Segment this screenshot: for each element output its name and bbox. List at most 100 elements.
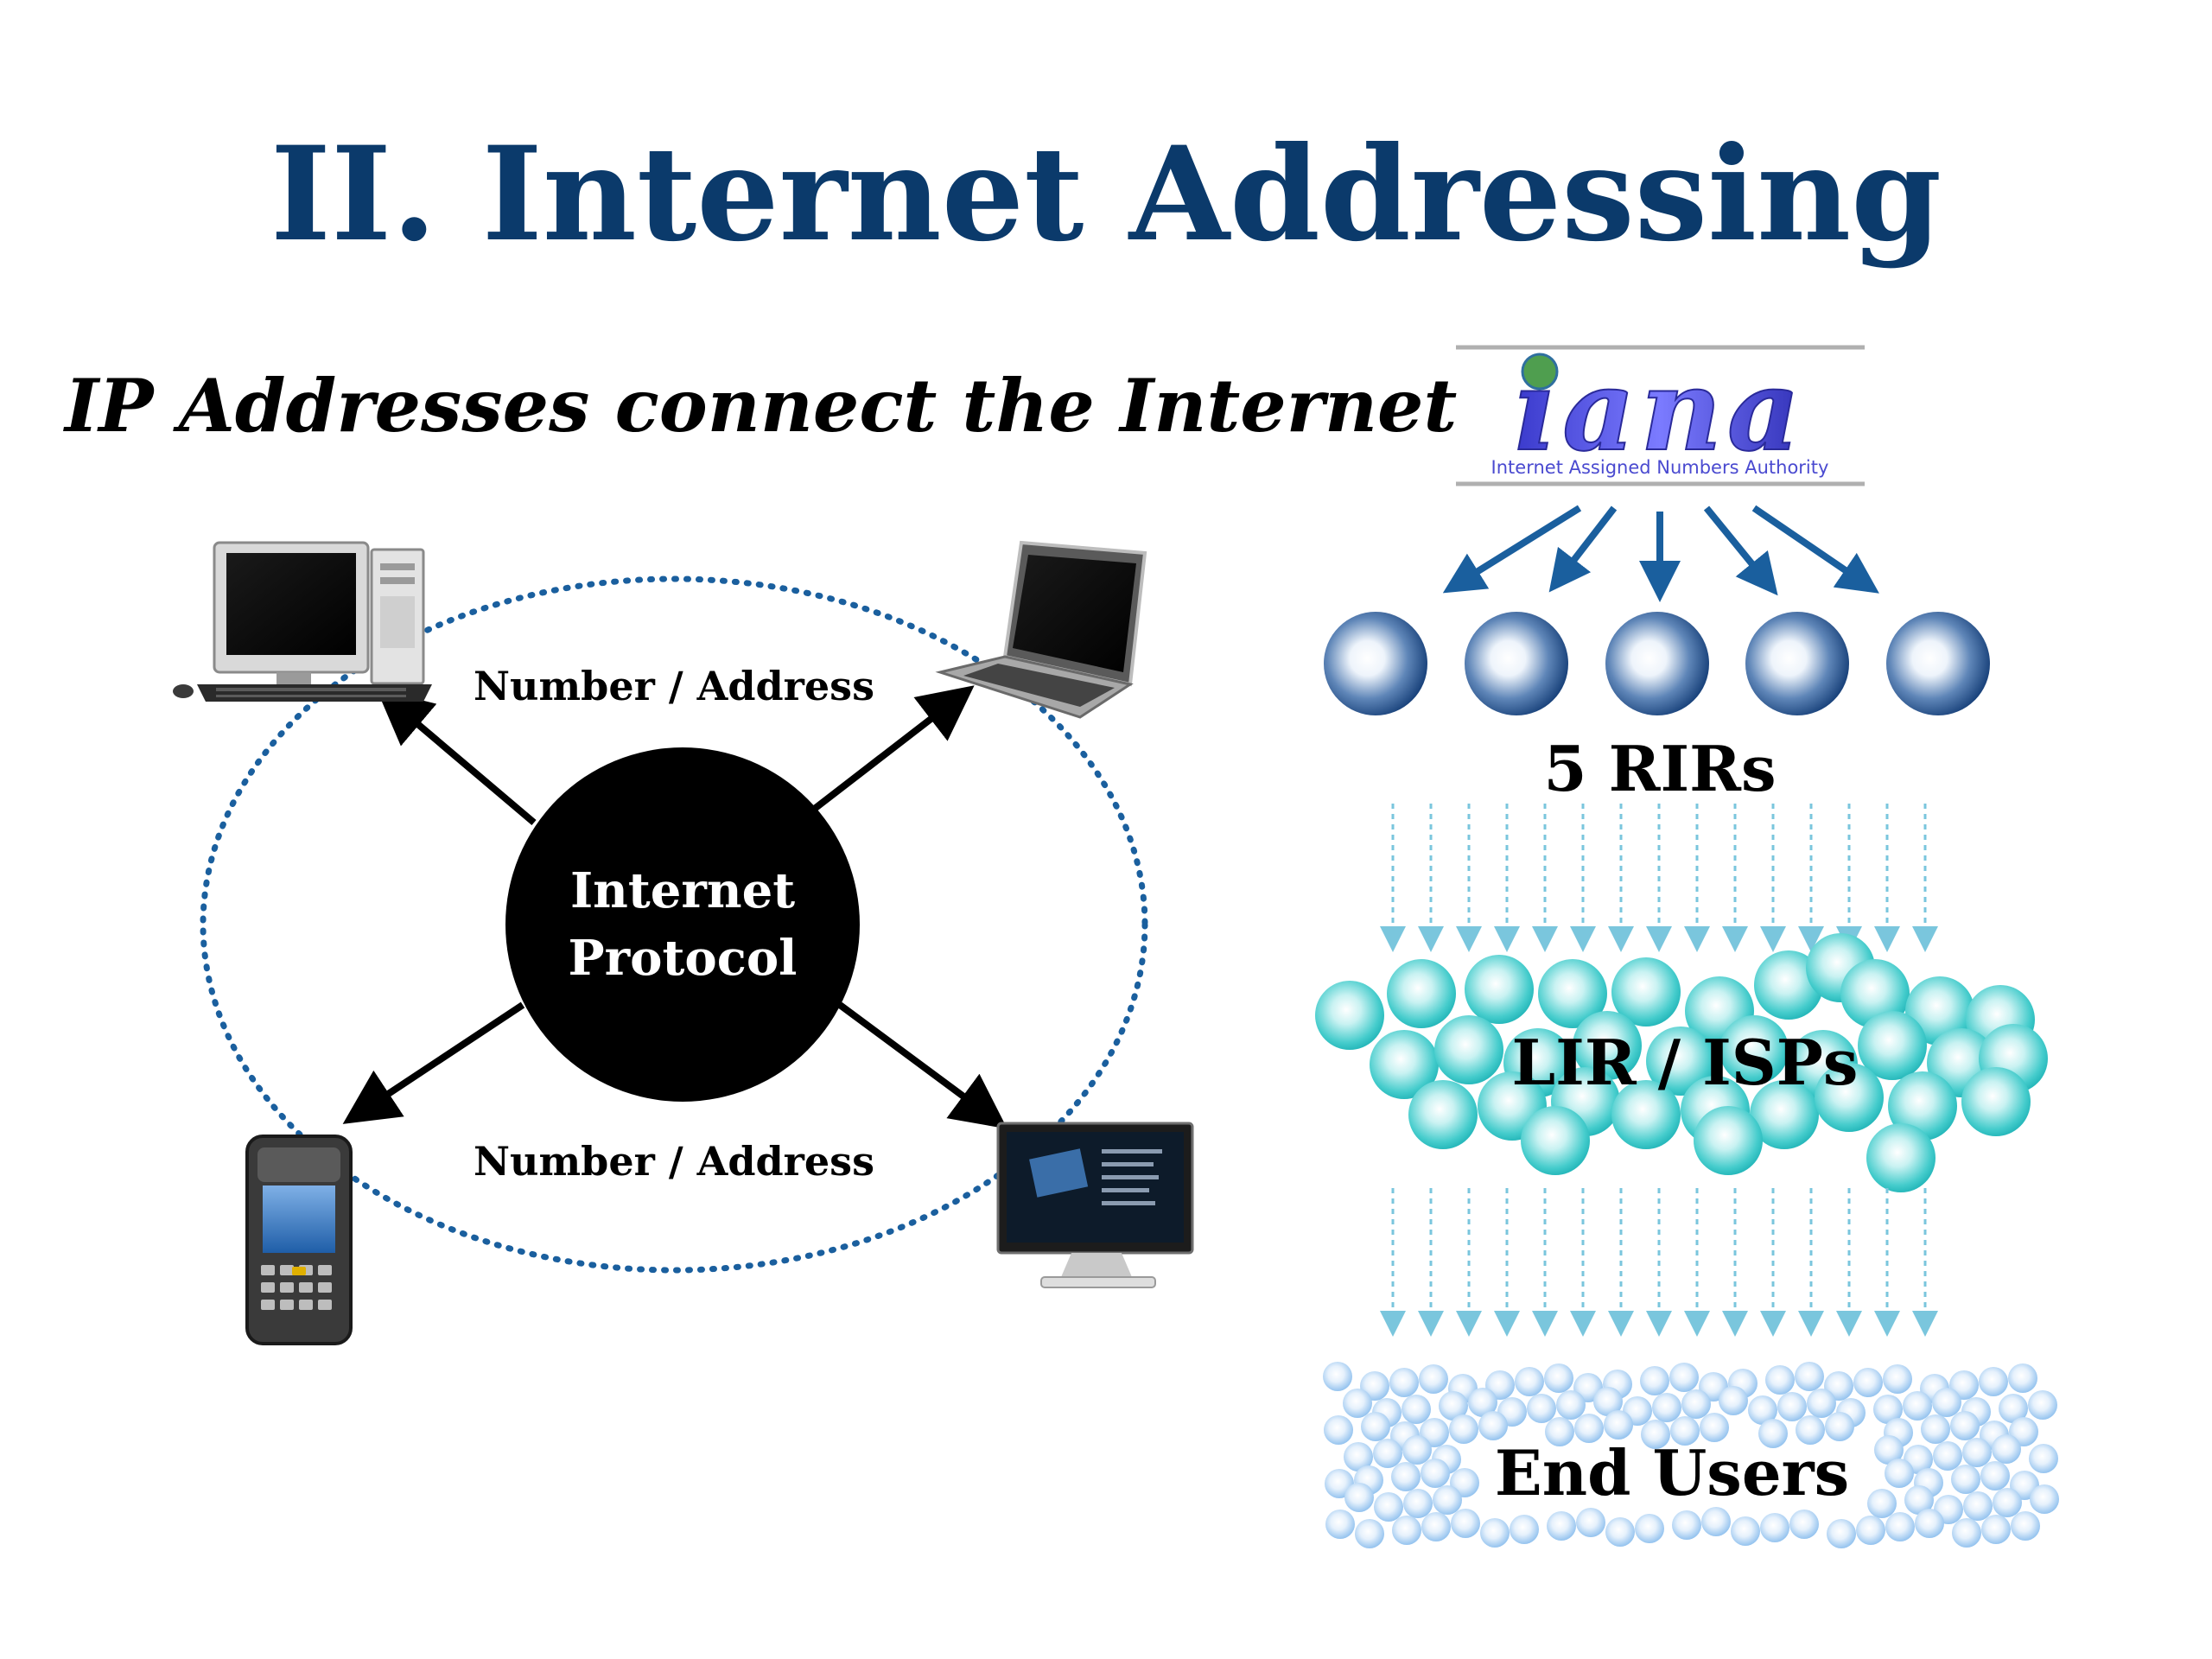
end-user-sphere [1681, 1389, 1711, 1419]
iana-logo-text: iana [1515, 344, 1805, 476]
end-user-sphere [1478, 1411, 1508, 1440]
end-user-sphere [1993, 1488, 2022, 1517]
end-user-sphere [1547, 1511, 1576, 1541]
end-user-sphere [1963, 1491, 1993, 1521]
end-user-sphere [1980, 1461, 2010, 1491]
iana-logo-caption: Internet Assigned Numbers Authority [1491, 457, 1829, 478]
end-user-sphere [1807, 1389, 1836, 1418]
arrow-to-tv [837, 1001, 1007, 1129]
end-user-sphere [1641, 1420, 1670, 1449]
end-user-sphere [1885, 1512, 1915, 1541]
end-user-sphere [1389, 1368, 1419, 1397]
end-user-sphere [1670, 1416, 1700, 1446]
end-user-sphere [1391, 1462, 1421, 1491]
end-user-sphere [1527, 1394, 1556, 1423]
end-user-sphere [1856, 1516, 1885, 1545]
lir-sphere [1370, 1030, 1439, 1099]
end-user-sphere [1885, 1459, 1914, 1488]
end-user-sphere [1355, 1519, 1384, 1548]
end-user-sphere [1777, 1392, 1807, 1421]
end-user-sphere [2028, 1390, 2057, 1420]
end-user-sphere [1403, 1489, 1433, 1518]
end-user-sphere [1556, 1390, 1586, 1420]
end-user-sphere [1402, 1395, 1431, 1424]
lir-sphere [1866, 1123, 1936, 1192]
rir-sphere [1886, 612, 1990, 715]
end-user-sphere [1635, 1514, 1664, 1543]
end-user-sphere [1344, 1483, 1374, 1512]
lir-isps-label: LIR / ISPs [1512, 1026, 1859, 1099]
handheld-scanner-icon [245, 1135, 353, 1345]
end-user-sphere [1344, 1442, 1373, 1471]
end-user-sphere [1981, 1515, 2011, 1544]
end-user-sphere [2011, 1511, 2040, 1541]
end-user-sphere [1544, 1363, 1573, 1393]
rir-sphere [1324, 612, 1427, 715]
end-user-sphere [1574, 1414, 1604, 1443]
arrow-to-handheld [342, 1001, 525, 1124]
dotted-arrows-rir-to-lir [1380, 804, 1938, 952]
end-user-sphere [1825, 1412, 1854, 1441]
end-user-sphere [1402, 1435, 1432, 1465]
lir-sphere [1573, 1011, 1642, 1080]
end-user-sphere [1576, 1508, 1605, 1537]
lir-sphere [1315, 981, 1384, 1050]
desktop-computer-icon [173, 541, 432, 702]
end-user-sphere [1758, 1419, 1788, 1448]
rirs-label: 5 RIRs [1543, 732, 1776, 805]
end-user-sphere [1325, 1510, 1355, 1539]
lir-sphere [1905, 976, 1974, 1046]
dotted-arrows-lir-to-end-users [1380, 1188, 1938, 1337]
end-user-sphere [1874, 1435, 1904, 1465]
ip-ring-diagram: Internet Protocol Number / Address Numbe… [173, 540, 1194, 1345]
end-user-sphere [1873, 1395, 1903, 1424]
end-user-sphere [1652, 1393, 1681, 1422]
lir-sphere [1646, 1027, 1715, 1096]
end-user-sphere [1593, 1387, 1623, 1416]
end-user-sphere [1999, 1394, 2028, 1423]
end-user-sphere [1510, 1515, 1539, 1544]
end-user-sphere [1374, 1492, 1403, 1522]
end-user-sphere [1701, 1507, 1731, 1536]
tv-monitor-icon [996, 1122, 1194, 1288]
end-user-sphere [1515, 1367, 1544, 1396]
end-user-sphere [1979, 1367, 2008, 1396]
number-address-label-bottom: Number / Address [474, 1138, 874, 1185]
lir-sphere [1538, 959, 1607, 1028]
end-user-sphere [1604, 1410, 1633, 1440]
end-user-sphere [2029, 1444, 2058, 1473]
end-user-sphere [1789, 1510, 1819, 1539]
lir-sphere [1387, 959, 1456, 1028]
end-user-sphere [1796, 1415, 1825, 1445]
lir-sphere [1719, 1015, 1789, 1084]
lir-sphere [1465, 955, 1534, 1024]
end-user-sphere [1700, 1413, 1729, 1442]
end-user-sphere [1951, 1465, 1980, 1494]
end-user-sphere [1361, 1412, 1390, 1441]
end-user-sphere [1421, 1512, 1451, 1541]
center-label-line1: Internet [570, 862, 795, 919]
end-user-sphere [1760, 1513, 1789, 1542]
lir-sphere [1961, 1067, 2031, 1136]
globe-icon [1522, 354, 1557, 389]
end-user-sphere [1672, 1510, 1701, 1540]
end-user-sphere [2030, 1484, 2059, 1514]
end-user-sphere [1883, 1364, 1912, 1394]
arrow-to-desktop [376, 689, 537, 826]
lir-sphere [1408, 1080, 1478, 1149]
lir-sphere [1888, 1071, 1957, 1141]
end-user-sphere [1903, 1391, 1932, 1421]
end-user-sphere [1867, 1489, 1897, 1518]
rir-sphere [1745, 612, 1849, 715]
end-user-spheres [1323, 1362, 2059, 1548]
lir-sphere [1750, 1080, 1819, 1149]
end-user-sphere [1921, 1414, 1950, 1444]
end-user-sphere [1324, 1415, 1353, 1445]
lir-sphere [1694, 1106, 1763, 1175]
end-user-sphere [1392, 1516, 1421, 1545]
end-user-sphere [1343, 1389, 1372, 1418]
end-user-sphere [1827, 1519, 1856, 1548]
end-user-sphere [1323, 1362, 1352, 1391]
end-user-sphere [1419, 1364, 1448, 1394]
end-user-sphere [1853, 1368, 1883, 1397]
